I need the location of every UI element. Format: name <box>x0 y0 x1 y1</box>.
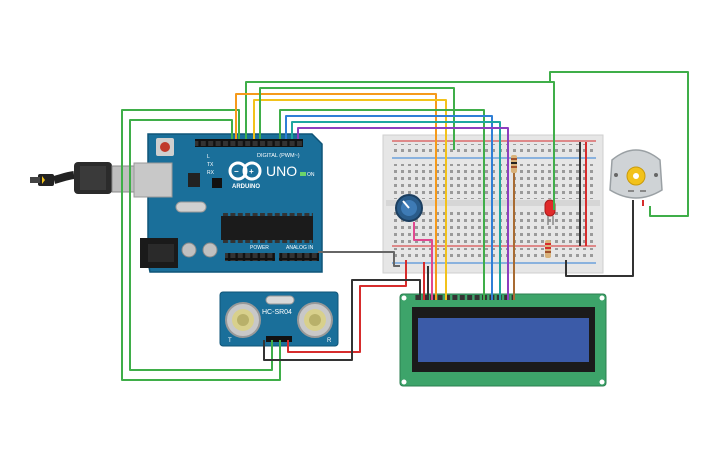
wire-pink-pot <box>413 222 433 300</box>
hc-sr04-sensor[interactable]: HC-SR04 T R <box>219 291 339 347</box>
resistor-lcd <box>511 155 517 173</box>
wire-black-motor <box>565 206 634 277</box>
lcd-16x2[interactable] <box>399 293 607 387</box>
potentiometer[interactable] <box>395 194 423 222</box>
wire-red-vcc <box>287 260 407 353</box>
wire-teal <box>291 121 501 300</box>
wire-purple <box>297 127 509 300</box>
arduino-logo: − + <box>228 161 262 181</box>
sensor-model-label: HC-SR04 <box>262 309 292 316</box>
rx-label: RX <box>207 170 215 176</box>
wire-gray-analog <box>318 251 400 267</box>
lcd-screen <box>418 318 589 362</box>
arduino-uno-board[interactable]: − + UNO ARDUINO DIGITAL (PWM~) ON TX RX … <box>133 133 323 273</box>
wire-yellow <box>253 99 447 300</box>
wire-orange <box>235 93 437 300</box>
tx-label: TX <box>207 162 214 168</box>
arduino-brand-text: ARDUINO <box>232 184 260 190</box>
l-label: L <box>207 154 210 160</box>
uno-logo-text: UNO <box>266 163 297 179</box>
analog-label: ANALOG IN <box>286 245 314 251</box>
wire-green-lcd <box>279 109 485 300</box>
wire-green-motor <box>549 71 689 217</box>
digital-label: DIGITAL (PWM~) <box>257 153 300 159</box>
sensor-t-label: T <box>228 338 232 344</box>
wire-green-sensor-echo <box>129 119 273 371</box>
usb-cable <box>30 162 137 194</box>
wire-green-led <box>245 81 555 210</box>
resistor-led <box>545 240 551 258</box>
wire-black-gnd <box>263 279 421 361</box>
on-label: ON <box>307 172 315 178</box>
wire-green-sensor-gnd <box>121 109 281 381</box>
usb-jack <box>133 162 173 198</box>
svg-text:−: − <box>234 167 239 176</box>
sensor-r-label: R <box>327 338 332 344</box>
svg-text:+: + <box>249 167 254 176</box>
wire-green-mid <box>259 87 455 150</box>
wires <box>121 71 689 381</box>
power-label: POWER <box>250 245 269 251</box>
atmega-chip <box>221 216 313 240</box>
wire-blue <box>285 115 493 300</box>
dc-motor[interactable] <box>609 149 663 206</box>
